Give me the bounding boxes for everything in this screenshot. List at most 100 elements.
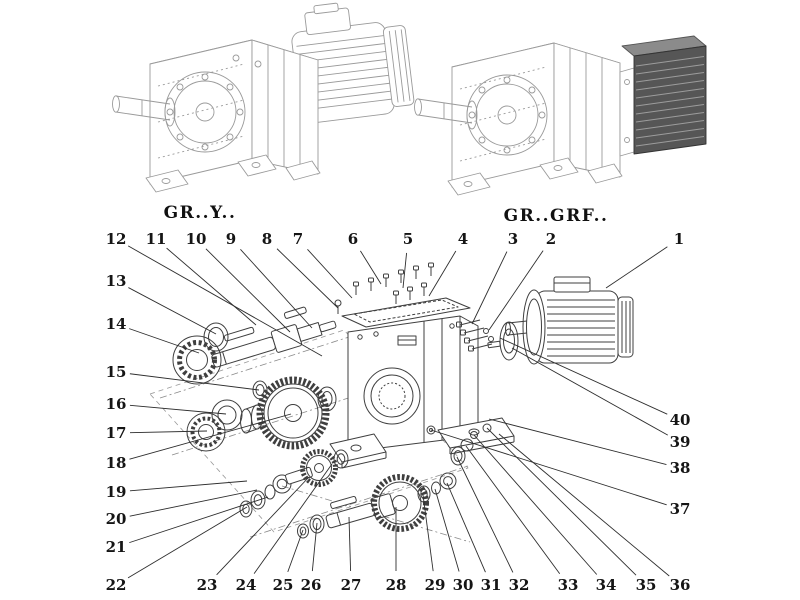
variant-label-gr-grf: GR..GRF.. — [504, 206, 609, 226]
leader-line-5 — [402, 252, 408, 289]
callout-number-27: 27 — [341, 576, 362, 594]
callout-number-9: 9 — [226, 230, 236, 248]
large-gear — [256, 376, 330, 450]
callout-number-28: 28 — [386, 576, 407, 594]
callout-number-14: 14 — [106, 315, 127, 333]
leader-line-24 — [253, 463, 333, 574]
leader-line-40 — [499, 337, 668, 415]
leader-line-11 — [166, 247, 257, 326]
leader-line-39 — [511, 347, 669, 436]
callout-number-13: 13 — [106, 272, 127, 290]
leader-line-7 — [307, 249, 353, 299]
callout-number-17: 17 — [106, 424, 127, 442]
callout-number-34: 34 — [596, 576, 617, 594]
flange-bolts — [456, 319, 494, 352]
leader-line-9 — [240, 249, 313, 329]
leader-line-29 — [422, 494, 434, 572]
callout-number-30: 30 — [453, 576, 474, 594]
callout-number-35: 35 — [636, 576, 657, 594]
variant-label-gr-y: GR..Y.. — [164, 203, 237, 223]
leader-line-38 — [488, 418, 667, 465]
output-shaft-assembly — [297, 423, 492, 539]
callout-number-10: 10 — [186, 230, 207, 248]
leader-line-22 — [127, 506, 248, 579]
leader-line-8 — [276, 248, 339, 309]
callout-number-26: 26 — [301, 576, 322, 594]
callout-number-37: 37 — [670, 500, 691, 518]
leader-line-16 — [129, 404, 227, 415]
leader-line-3 — [471, 251, 508, 325]
small-rings — [239, 474, 292, 518]
callout-number-25: 25 — [273, 576, 294, 594]
callout-number-32: 32 — [509, 576, 530, 594]
leader-line-4 — [428, 250, 457, 297]
input-bearing — [172, 335, 222, 385]
callout-number-7: 7 — [293, 230, 303, 248]
callout-number-29: 29 — [425, 576, 446, 594]
leader-line-23 — [216, 476, 310, 576]
callout-number-3: 3 — [508, 230, 518, 248]
gear-housing — [347, 315, 479, 453]
callout-number-39: 39 — [670, 433, 691, 451]
callout-number-6: 6 — [348, 230, 358, 248]
leader-line-30 — [434, 488, 460, 572]
callout-number-24: 24 — [236, 576, 257, 594]
callout-number-4: 4 — [458, 230, 468, 248]
callout-number-36: 36 — [670, 576, 691, 594]
leader-line-14 — [129, 328, 200, 354]
leader-line-18 — [129, 413, 292, 460]
callout-number-12: 12 — [106, 230, 127, 248]
gear-washer — [317, 386, 337, 412]
callout-number-2: 2 — [546, 230, 556, 248]
callout-number-19: 19 — [106, 483, 127, 501]
leader-line-36 — [498, 433, 670, 577]
callout-number-16: 16 — [106, 395, 127, 413]
cover-bolts — [334, 262, 434, 314]
callout-number-38: 38 — [670, 459, 691, 477]
leader-line-27 — [348, 516, 352, 572]
gearmotor-illustration-left — [112, 2, 415, 193]
leader-line-34 — [473, 434, 598, 575]
motor — [505, 276, 634, 365]
leader-line-35 — [486, 427, 637, 576]
leader-line-17 — [129, 430, 208, 434]
callout-number-23: 23 — [197, 576, 218, 594]
leader-line-31 — [446, 482, 486, 573]
bearings-left — [186, 399, 243, 452]
leader-line-2 — [488, 250, 544, 331]
leader-line-26 — [311, 522, 318, 572]
pinion-shaft — [285, 449, 349, 487]
leader-line-25 — [287, 529, 304, 572]
exploded-view — [149, 262, 634, 543]
housing-cover — [341, 297, 471, 328]
callout-number-21: 21 — [106, 538, 127, 556]
gearmotor-illustration-right — [414, 35, 707, 196]
callout-number-40: 40 — [670, 411, 691, 429]
leader-line-37 — [430, 429, 667, 506]
callout-number-20: 20 — [106, 510, 127, 528]
callout-number-5: 5 — [403, 230, 413, 248]
callout-number-18: 18 — [106, 454, 127, 472]
leader-line-21 — [129, 496, 269, 544]
callout-number-1: 1 — [674, 230, 684, 248]
leader-line-33 — [465, 445, 561, 574]
leader-line-15 — [129, 373, 260, 391]
leader-line-12 — [127, 245, 323, 357]
callout-number-33: 33 — [558, 576, 579, 594]
leader-line-13 — [128, 287, 217, 335]
callout-number-15: 15 — [106, 363, 127, 381]
leader-line-1 — [605, 246, 668, 289]
callout-number-11: 11 — [146, 230, 167, 248]
callout-number-8: 8 — [262, 230, 272, 248]
input-shaft — [211, 306, 337, 368]
leader-line-19 — [129, 480, 248, 492]
leader-line-10 — [205, 248, 291, 333]
leader-line-20 — [129, 489, 258, 517]
callout-number-31: 31 — [481, 576, 502, 594]
grf-cover-block — [619, 35, 707, 157]
leader-line-32 — [456, 456, 514, 573]
callout-number-22: 22 — [106, 576, 127, 594]
